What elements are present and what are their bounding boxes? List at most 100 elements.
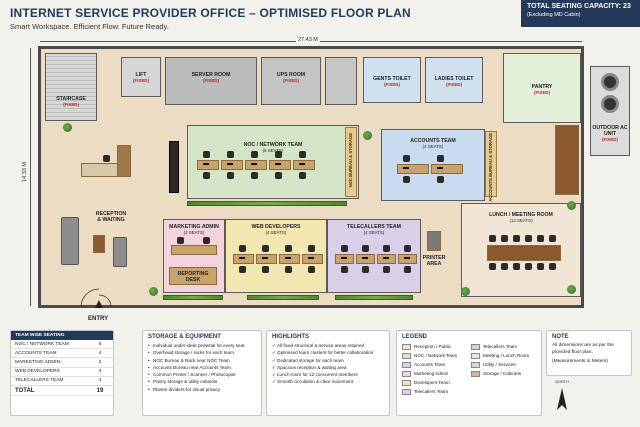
meeting-chair: [501, 235, 508, 242]
legend-heading: LEGEND: [402, 334, 428, 340]
north-arrow-icon: [557, 388, 567, 410]
north-label: NORTH: [555, 380, 569, 384]
highlights-panel: HIGHLIGHTS All fixed structural & servic…: [266, 330, 390, 416]
meeting-chair: [525, 235, 532, 242]
legend-swatch: [471, 361, 480, 368]
marketing-chair: [203, 237, 210, 244]
legend-swatch: [471, 370, 480, 377]
note-line-1: All dimensions are as per the provided f…: [552, 343, 614, 355]
workstation-chair: [341, 245, 348, 252]
workstation-desk: [356, 254, 375, 264]
legend-panel: LEGEND Reception / Public Telecallers Tea…: [396, 330, 542, 416]
marketing-chair: [177, 237, 184, 244]
storage-item: Common Printer / Scanner / Photocopier: [148, 371, 256, 379]
printer-label: PRINTER AREA: [422, 255, 446, 268]
workstation-chair: [227, 172, 234, 179]
capacity-subtitle: (Excluding MD Cabin): [527, 12, 581, 18]
monitor-icon: [262, 257, 268, 259]
legend-label: Meeting / Lunch Room: [483, 353, 530, 358]
noc-storage-label: NOC BUREAU & STORAGE: [348, 133, 353, 188]
monitor-icon: [251, 163, 257, 165]
accounts-storage: [485, 131, 497, 197]
highlight-item: Lunch room for 12 concurrent members: [272, 371, 384, 379]
seating-count: 2: [87, 357, 113, 368]
planter-divider: [187, 201, 347, 206]
seating-count: 4: [87, 348, 113, 359]
workstation-chair: [403, 155, 410, 162]
seating-count: 5: [87, 340, 113, 350]
ladies-toilet-label: LADIES TOILET (FIXED): [434, 76, 474, 88]
highlight-item: Spacious reception & waiting area: [272, 364, 384, 372]
seating-team: NOC / NETWORK TEAM: [11, 340, 87, 350]
accounts-label: ACCOUNTS TEAM (4 SEATS): [410, 138, 456, 150]
monitor-icon: [239, 257, 245, 259]
gents-toilet-label: GENTS TOILET (FIXED): [373, 76, 411, 88]
width-dimension: 27.43 M: [296, 37, 320, 43]
marketing-desk: [171, 245, 217, 255]
seating-team: TELECALLERS TEAM: [11, 376, 87, 386]
meeting-table: [487, 245, 561, 261]
gents-toilet: GENTS TOILET (FIXED): [363, 57, 421, 103]
legend-label: Telecallers Team: [483, 344, 518, 349]
planter-divider: [335, 295, 413, 300]
monitor-icon: [308, 257, 314, 259]
meeting-chair: [501, 263, 508, 270]
plant-icon: [63, 123, 72, 132]
pantry-room: PANTRY (FIXED): [503, 53, 581, 123]
meeting-chair: [549, 263, 556, 270]
workstation-chair: [262, 245, 269, 252]
storage-cabinet: [555, 125, 579, 195]
legend-label: Marketing Admin: [414, 371, 449, 376]
storage-item: Planter dividers for visual privacy: [148, 386, 256, 394]
staircase-room: STAIRCASE (FIXED): [45, 53, 97, 121]
legend-item: Utility / Services: [471, 360, 536, 369]
telecallers-label: TELECALLERS TEAM (4 SEATS): [347, 224, 401, 236]
legend-label: Reception / Public: [414, 344, 452, 349]
legend-item: Reception / Public: [402, 342, 467, 351]
outdoor-ac-unit: OUTDOOR AC UNIT (FIXED): [590, 66, 630, 156]
waiting-table: [93, 235, 105, 253]
monitor-icon: [275, 163, 281, 165]
workstation-chair: [227, 151, 234, 158]
legend-item: Meeting / Lunch Room: [471, 351, 536, 360]
storage-panel: STORAGE & EQUIPMENT Individual under-des…: [142, 330, 262, 416]
legend-swatch: [402, 352, 411, 359]
seating-total-value: 19: [87, 384, 113, 397]
lift-label: LIFT (FIXED): [133, 72, 149, 84]
staircase-label: STAIRCASE (FIXED): [56, 96, 86, 108]
service-shaft: [325, 57, 357, 105]
capacity-title: TOTAL SEATING CAPACITY: 23: [527, 3, 631, 10]
plant-icon: [363, 131, 372, 140]
storage-item: Individual under-desk pedestal for every…: [148, 342, 256, 350]
noc-label: NOC / NETWORK TEAM (5 SEATS): [243, 142, 303, 154]
plant-icon: [567, 285, 576, 294]
workstation-chair: [251, 151, 258, 158]
legend-label: Developers Team: [414, 380, 450, 385]
monitor-icon: [299, 163, 305, 165]
waiting-sofa-right: [113, 237, 127, 267]
workstation-desk: [302, 254, 323, 264]
page-subtitle: Smart Workspace. Efficient Flow. Future …: [10, 22, 169, 31]
workstation-chair: [308, 245, 315, 252]
meeting-chair: [549, 235, 556, 242]
workstation-chair: [437, 176, 444, 183]
plant-icon: [567, 201, 576, 210]
workstation-desk: [197, 160, 219, 170]
outdoor-ac-label: OUTDOOR AC UNIT (FIXED): [592, 125, 628, 143]
reporting-desk-label: REPORTING DESK: [177, 271, 209, 284]
legend-item: Accounts Team: [402, 360, 467, 369]
workstation-desk: [398, 254, 417, 264]
storage-item: Accounts Bureau near Accounts Team: [148, 364, 256, 372]
depth-dimension: 14.33 M: [22, 160, 28, 184]
seating-count: 4: [87, 376, 113, 386]
monitor-icon: [362, 257, 368, 259]
planter-divider: [247, 295, 319, 300]
workstation-chair: [203, 151, 210, 158]
storage-item: NOC Bureau & Rack near NOC Team: [148, 357, 256, 365]
meeting-chair: [489, 263, 496, 270]
legend-swatch: [402, 388, 411, 395]
ac-fan-icon: [601, 95, 619, 113]
